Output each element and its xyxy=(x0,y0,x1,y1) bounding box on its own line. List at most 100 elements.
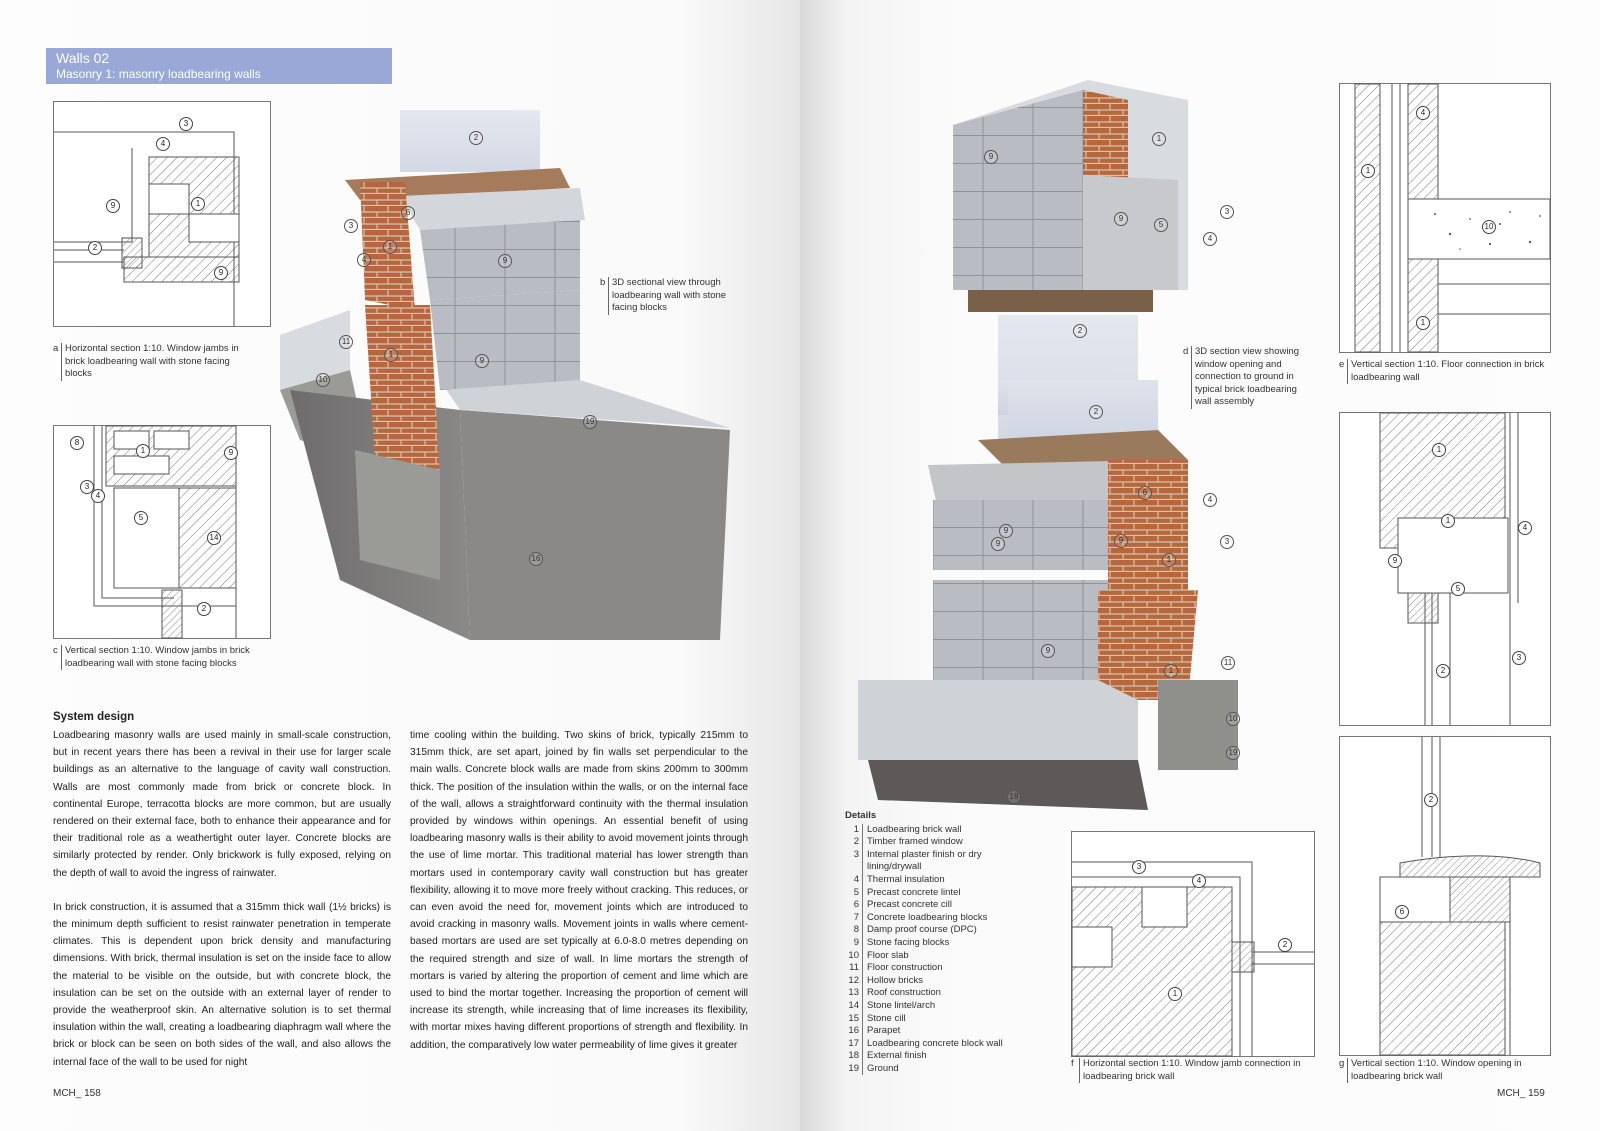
details-item-text: Ground xyxy=(867,1062,899,1074)
d-callout-10: 10 xyxy=(1226,712,1240,726)
details-item-text: Precast concrete lintel xyxy=(867,886,961,898)
b-callout-1: 1 xyxy=(383,240,397,254)
b-callout-4: 4 xyxy=(357,253,371,267)
d-callout-3: 3 xyxy=(1220,205,1234,219)
details-item-number: 2 xyxy=(845,836,863,849)
f-callout-2: 2 xyxy=(1278,938,1292,952)
details-item-text: Concrete loadbearing blocks xyxy=(867,911,988,923)
b-callout-6: 6 xyxy=(401,206,415,220)
details-item-text: Stone facing blocks xyxy=(867,936,950,948)
callout-8: 8 xyxy=(70,436,84,450)
figure-g-drawing: 1 1 4 9 5 3 2 xyxy=(1339,412,1551,726)
g-callout-6: 6 xyxy=(1395,905,1409,919)
details-item-number: 18 xyxy=(845,1050,863,1063)
b-callout-2: 2 xyxy=(469,131,483,145)
e-callout-4: 4 xyxy=(1416,106,1430,120)
callout-2: 2 xyxy=(197,602,211,616)
callout-2: 2 xyxy=(88,241,102,255)
figure-a-svg xyxy=(54,131,240,326)
details-item-text: Stone lintel/arch xyxy=(867,999,936,1011)
d-callout-19b: 19 xyxy=(1007,790,1021,804)
body-column-2: time cooling within the building. Two sk… xyxy=(410,727,748,1071)
details-item-text: Timber framed window xyxy=(867,836,963,848)
figure-b-render xyxy=(280,110,730,640)
figure-f-text: Horizontal section 1:10. Window jamb con… xyxy=(1079,1058,1318,1083)
callout-1: 1 xyxy=(136,444,150,458)
callout-9: 9 xyxy=(106,199,120,213)
section-subtitle: Masonry 1: masonry loadbearing walls xyxy=(56,67,261,81)
details-item-text: Stone cill xyxy=(867,1012,906,1024)
figure-e-drawing: 4 1 10 1 xyxy=(1339,83,1551,353)
details-item-number: 8 xyxy=(845,924,863,937)
figure-e-text: Vertical section 1:10. Floor connection … xyxy=(1347,359,1551,384)
g-callout-9: 9 xyxy=(1388,554,1402,568)
e-callout-1: 1 xyxy=(1361,164,1375,178)
details-item-text: Damp proof course (DPC) xyxy=(867,924,977,936)
details-item-text: Precast concrete cill xyxy=(867,899,953,911)
details-item-text: Parapet xyxy=(867,1025,901,1037)
details-item-text: Thermal insulation xyxy=(867,873,945,885)
figure-d-letter: d xyxy=(1183,346,1189,357)
details-item-number: 13 xyxy=(845,987,863,1000)
body-paragraph-1: Loadbearing masonry walls are used mainl… xyxy=(53,730,391,879)
d-callout-9e: 9 xyxy=(1114,534,1128,548)
d-callout-19: 19 xyxy=(1226,746,1240,760)
d-callout-1: 1 xyxy=(1152,132,1166,146)
figure-g-text: Vertical section 1:10. Window opening in… xyxy=(1347,1058,1551,1083)
body-paragraph-3: time cooling within the building. Two sk… xyxy=(410,730,748,1051)
d-callout-6: 6 xyxy=(1138,486,1152,500)
details-item-text: Hollow bricks xyxy=(867,974,923,986)
details-item-number: 9 xyxy=(845,936,863,950)
figure-b-letter: b xyxy=(600,277,606,288)
callout-4: 4 xyxy=(91,489,105,503)
figure-d-render xyxy=(858,80,1238,810)
details-item: 2 Timber framed window xyxy=(845,836,1007,849)
folio-left: MCH_ 158 xyxy=(53,1088,101,1099)
details-item: 7 Concrete loadbearing blocks xyxy=(845,911,1007,925)
d-callout-1c: 1 xyxy=(1164,664,1178,678)
figure-a-text: Horizontal section 1:10. Window jambs in… xyxy=(61,343,257,381)
g-callout-2b: 2 xyxy=(1424,793,1438,807)
details-item-number: 16 xyxy=(845,1025,863,1038)
d-callout-2: 2 xyxy=(1073,324,1087,338)
d-callout-11: 11 xyxy=(1221,656,1235,670)
figure-b-text: 3D sectional view through loadbearing wa… xyxy=(608,277,737,315)
callout-14: 14 xyxy=(207,531,221,545)
details-item-text: Floor slab xyxy=(867,949,909,961)
figure-c-text: Vertical section 1:10. Window jambs in b… xyxy=(61,645,265,670)
callout-9b: 9 xyxy=(214,266,228,280)
b-callout-16: 16 xyxy=(529,552,543,566)
details-item-number: 7 xyxy=(845,911,863,925)
details-item: 13 Roof construction xyxy=(845,987,1007,1000)
details-item-text: Loadbearing brick wall xyxy=(867,823,962,835)
b-callout-10: 10 xyxy=(316,373,330,387)
details-item-number: 17 xyxy=(845,1037,863,1051)
d-callout-4b: 4 xyxy=(1203,493,1217,507)
figure-c-letter: c xyxy=(53,645,58,656)
details-item-number: 3 xyxy=(845,848,863,874)
g-callout-1b: 1 xyxy=(1441,514,1455,528)
callout-1: 1 xyxy=(191,197,205,211)
details-item-text: Internal plaster finish or dry lining/dr… xyxy=(867,848,982,873)
body-column-1: Loadbearing masonry walls are used mainl… xyxy=(53,727,391,1088)
b-callout-1b: 1 xyxy=(384,348,398,362)
details-item-text: Roof construction xyxy=(867,987,941,999)
callout-3: 3 xyxy=(179,117,193,131)
section-title: Walls 02 xyxy=(56,50,110,66)
d-callout-9: 9 xyxy=(984,150,998,164)
d-callout-9f: 9 xyxy=(1041,644,1055,658)
figure-a-drawing: 3 4 9 1 2 9 xyxy=(53,101,271,327)
details-heading: Details xyxy=(845,810,877,821)
details-item: 16 Parapet xyxy=(845,1025,1007,1038)
d-callout-1b: 1 xyxy=(1162,553,1176,567)
figure-a-letter: a xyxy=(53,343,59,354)
